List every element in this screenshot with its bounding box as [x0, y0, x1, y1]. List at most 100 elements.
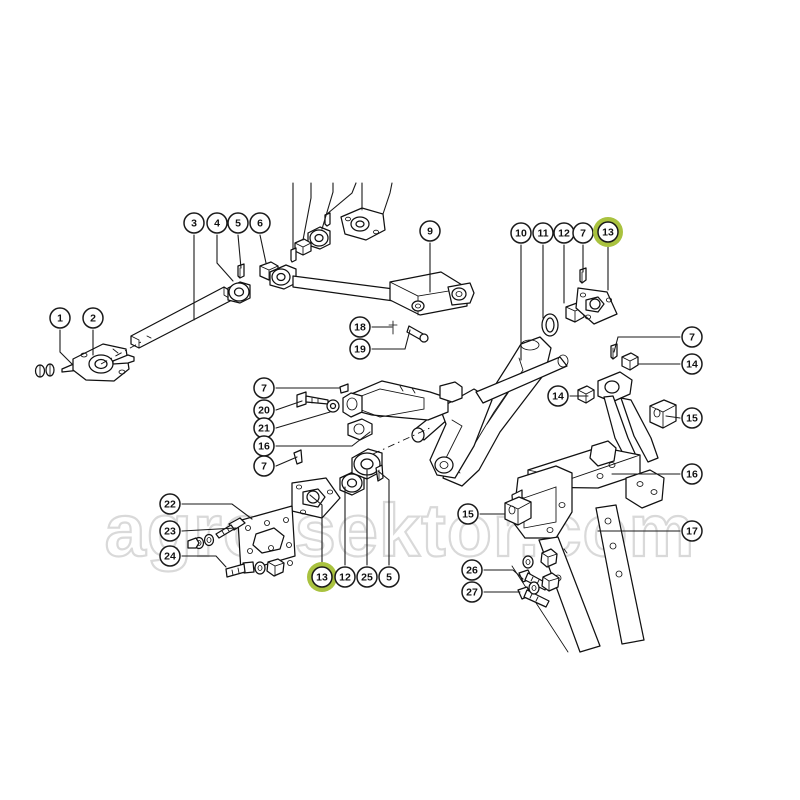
top-cut-leaders [292, 182, 393, 250]
callout-13[interactable]: 13 [307, 562, 337, 592]
callout-2[interactable]: 2 [82, 307, 104, 329]
callout-6[interactable]: 6 [249, 212, 271, 234]
callout-24[interactable]: 24 [159, 545, 181, 567]
callout-circle[interactable] [547, 385, 569, 407]
part-channel-16 [342, 380, 463, 441]
callout-10[interactable]: 10 [510, 222, 532, 244]
callout-number: 13 [602, 227, 614, 239]
callout-circle[interactable] [253, 455, 275, 477]
callout-leader [665, 415, 681, 419]
part-linkpin-19 [406, 325, 429, 343]
callout-11[interactable]: 11 [532, 222, 554, 244]
callout-circle[interactable] [572, 222, 594, 244]
part-washer-11 [541, 313, 559, 337]
callout-circle[interactable] [681, 407, 703, 429]
callout-circle[interactable] [49, 307, 71, 329]
callout-16[interactable]: 16 [681, 463, 703, 485]
callout-17[interactable]: 17 [681, 520, 703, 542]
callout-circle[interactable] [461, 581, 483, 603]
callout-15[interactable]: 15 [457, 503, 479, 525]
callout-number: 17 [686, 526, 698, 538]
callout-7[interactable]: 7 [253, 455, 275, 477]
callout-circle[interactable] [349, 338, 371, 360]
callout-circle[interactable] [253, 377, 275, 399]
callout-circle[interactable] [249, 212, 271, 234]
callout-circle[interactable] [378, 566, 400, 588]
callout-circle[interactable] [159, 545, 181, 567]
part-cotter-18 [388, 320, 398, 335]
callout-circle[interactable] [457, 503, 479, 525]
callout-number: 15 [686, 413, 698, 425]
callout-circle[interactable] [681, 520, 703, 542]
callout-circle[interactable] [227, 212, 249, 234]
callout-number: 3 [191, 218, 197, 230]
callout-5[interactable]: 5 [227, 212, 249, 234]
callout-3[interactable]: 3 [183, 212, 205, 234]
callout-circle[interactable] [356, 566, 378, 588]
callout-25[interactable]: 25 [356, 566, 378, 588]
callout-number: 16 [686, 469, 698, 481]
callout-21[interactable]: 21 [253, 417, 275, 439]
callout-26[interactable]: 26 [461, 559, 483, 581]
callout-leader-lines [59, 234, 681, 593]
part-pin-5 [237, 263, 245, 279]
part-top-nut [294, 238, 312, 256]
callout-circle[interactable] [532, 222, 554, 244]
callout-number: 27 [466, 587, 478, 599]
callout-4[interactable]: 4 [206, 212, 228, 234]
callout-7[interactable]: 7 [253, 377, 275, 399]
callout-14[interactable]: 14 [547, 385, 569, 407]
callout-circle[interactable] [681, 463, 703, 485]
callout-5[interactable]: 5 [378, 566, 400, 588]
callout-leader [275, 456, 298, 467]
callout-13[interactable]: 13 [593, 217, 623, 247]
part-right-arm-16 [511, 371, 659, 539]
callout-15[interactable]: 15 [681, 407, 703, 429]
part-bolt-20 [296, 391, 329, 408]
callout-circle[interactable] [159, 493, 181, 515]
part-link-blade-17a [595, 504, 645, 645]
callout-16[interactable]: 16 [253, 435, 275, 457]
callout-circle[interactable] [349, 316, 371, 338]
callout-14[interactable]: 14 [681, 353, 703, 375]
callout-circle[interactable] [597, 221, 619, 243]
callout-circle[interactable] [681, 326, 703, 348]
callout-number: 7 [580, 228, 586, 240]
callout-number: 10 [515, 228, 527, 240]
callout-number: 20 [258, 405, 270, 417]
callout-18[interactable]: 18 [349, 316, 371, 338]
callout-leader [483, 569, 524, 580]
callout-circle[interactable] [681, 353, 703, 375]
callout-number: 26 [466, 565, 478, 577]
callout-number: 21 [258, 423, 270, 435]
part-top-pin [290, 247, 297, 263]
callout-7[interactable]: 7 [681, 326, 703, 348]
callout-circle[interactable] [311, 566, 333, 588]
callout-leader [275, 411, 331, 429]
callout-12[interactable]: 12 [334, 566, 356, 588]
callout-circle[interactable] [461, 559, 483, 581]
callout-circle[interactable] [82, 307, 104, 329]
callout-9[interactable]: 9 [419, 220, 441, 242]
callout-22[interactable]: 22 [159, 493, 181, 515]
callout-27[interactable]: 27 [461, 581, 483, 603]
parts-artwork [34, 182, 677, 653]
callout-number: 12 [558, 228, 570, 240]
callout-circle[interactable] [206, 212, 228, 234]
watermark: agro-sektor.com [104, 488, 696, 573]
callout-12[interactable]: 12 [553, 222, 575, 244]
callout-23[interactable]: 23 [159, 520, 181, 542]
callout-circle[interactable] [334, 566, 356, 588]
callout-20[interactable]: 20 [253, 399, 275, 421]
callout-circle[interactable] [159, 520, 181, 542]
callout-7[interactable]: 7 [572, 222, 594, 244]
part-washer-21 [326, 399, 340, 413]
callout-circle[interactable] [510, 222, 532, 244]
callout-1[interactable]: 1 [49, 307, 71, 329]
callout-number: 7 [261, 383, 267, 395]
callout-circle[interactable] [419, 220, 441, 242]
callout-circle[interactable] [183, 212, 205, 234]
callout-19[interactable]: 19 [349, 338, 371, 360]
callout-number: 5 [235, 218, 241, 230]
